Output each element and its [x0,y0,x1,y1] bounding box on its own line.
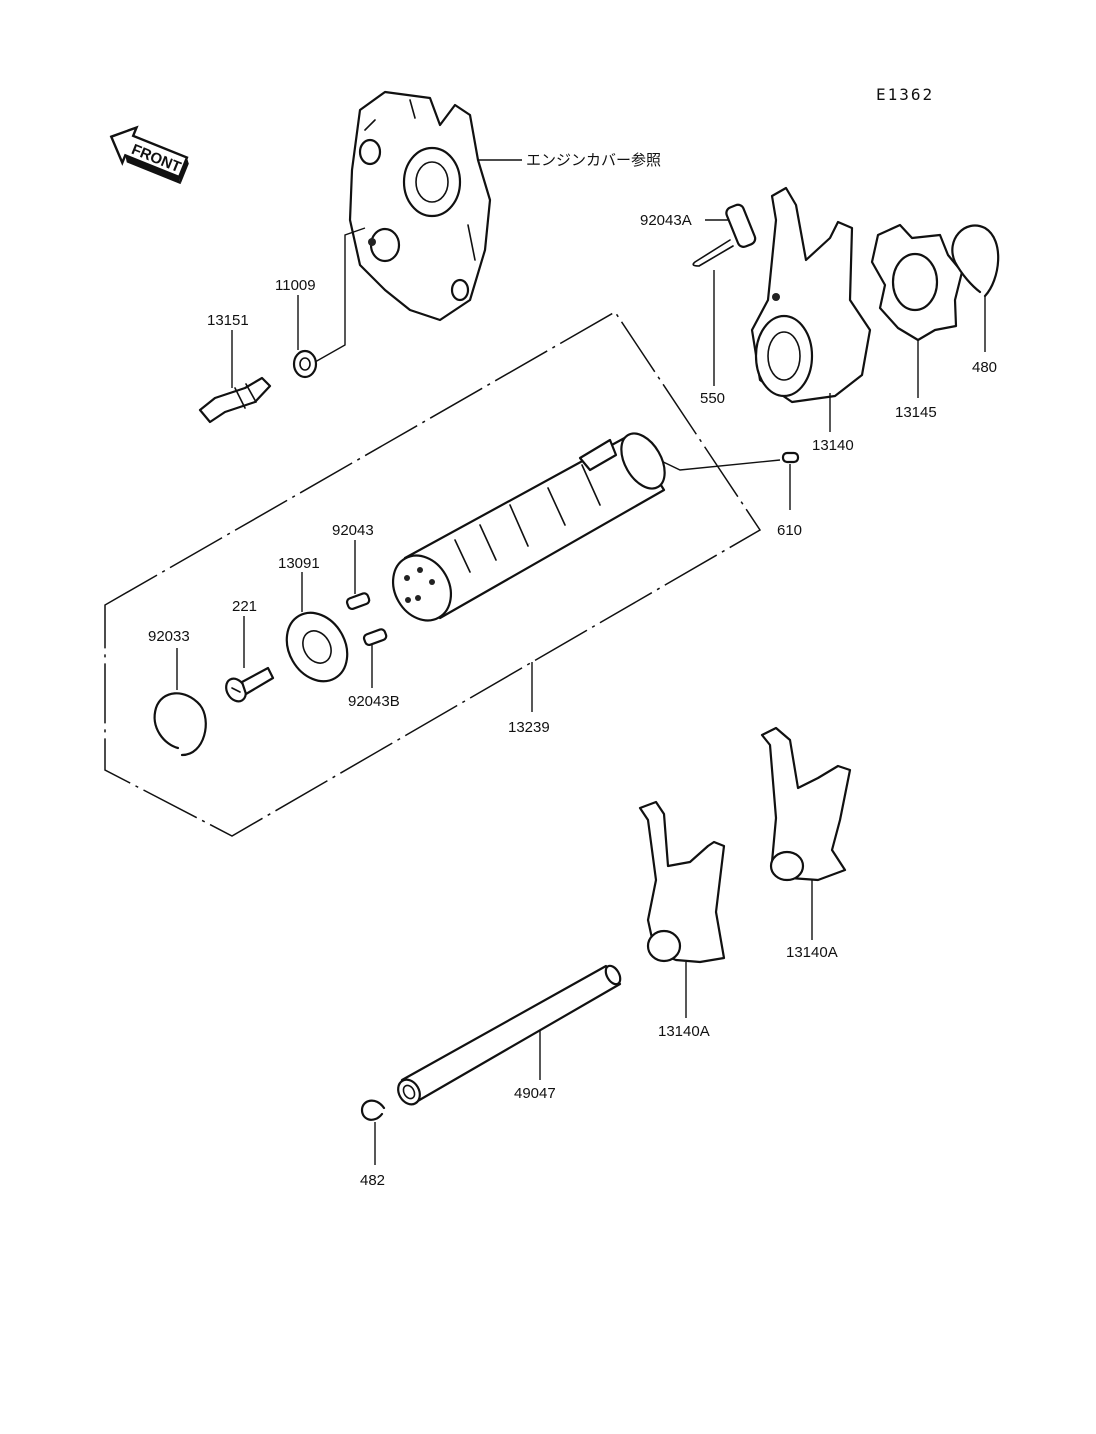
pin-92043B [362,628,388,647]
label-610: 610 [777,522,802,539]
label-480: 480 [972,359,997,376]
shaft-49047 [397,964,622,1106]
label-92043A: 92043A [640,212,692,229]
label-49047: 49047 [514,1085,556,1102]
label-13145: 13145 [895,404,937,421]
label-11009: 11009 [275,277,316,294]
shift-drum-13239 [391,432,666,622]
label-221: 221 [232,598,257,615]
label-550: 550 [700,390,725,407]
engine-cover-note: エンジンカバー参照 [526,152,661,169]
eclip-482 [360,1099,386,1121]
engine-cover [348,90,492,322]
label-92043B: 92043B [348,693,400,710]
front-arrow-icon: FRONT [109,125,189,185]
drum-assembly-outline [104,310,762,837]
pin-610 [781,451,800,464]
shift-fork-13140 [750,186,872,404]
diagram-id: E1362 [876,85,934,104]
pin-92043A [725,203,757,248]
circlip-480 [951,224,1000,298]
shift-fork-13140A-left [638,800,726,964]
screw-221 [225,666,275,703]
label-13140A-left: 13140A [658,1023,710,1040]
label-13239: 13239 [508,719,550,736]
shift-fork-13140A-right [760,726,852,882]
cotter-pin-550 [692,239,734,267]
label-13140: 13140 [812,437,854,454]
washer-11009 [292,349,318,379]
neutral-switch-13151 [198,376,272,424]
circlip-92033 [153,692,207,757]
label-13140A-right: 13140A [786,944,838,961]
pin-92043 [345,592,371,611]
label-92033: 92033 [148,628,190,645]
label-13151: 13151 [207,312,249,329]
label-13091: 13091 [278,555,320,572]
holder-plate-13091 [285,611,349,683]
label-92043: 92043 [332,522,374,539]
cam-plate-13145 [870,223,964,342]
label-482: 482 [360,1172,385,1189]
